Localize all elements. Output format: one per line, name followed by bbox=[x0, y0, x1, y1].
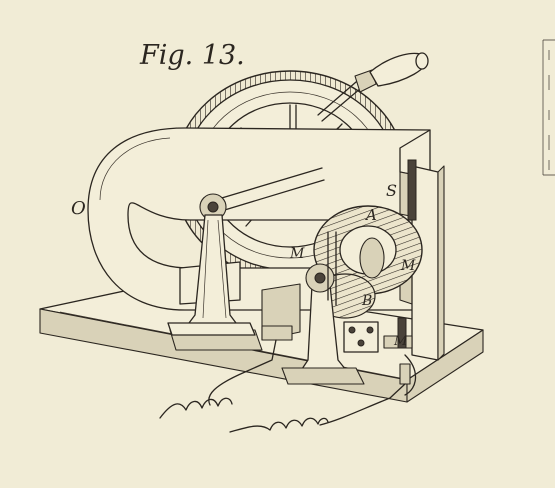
label-O: O bbox=[71, 198, 86, 219]
label-M-bottom: M bbox=[393, 334, 408, 349]
label-M-left: M bbox=[289, 246, 305, 262]
label-M-right: M bbox=[400, 258, 416, 274]
left-bearing-standard bbox=[167, 214, 263, 351]
crank-handle bbox=[317, 52, 429, 122]
adjacent-figure-fragment bbox=[542, 39, 555, 176]
label-B: B bbox=[361, 293, 372, 309]
right-bearing-standard bbox=[281, 231, 379, 385]
label-S: S bbox=[386, 181, 397, 200]
armature-coils bbox=[313, 205, 423, 319]
figure-title: Fig. 13. bbox=[139, 40, 245, 71]
label-A: A bbox=[364, 206, 377, 224]
terminals-and-wires bbox=[159, 317, 417, 433]
